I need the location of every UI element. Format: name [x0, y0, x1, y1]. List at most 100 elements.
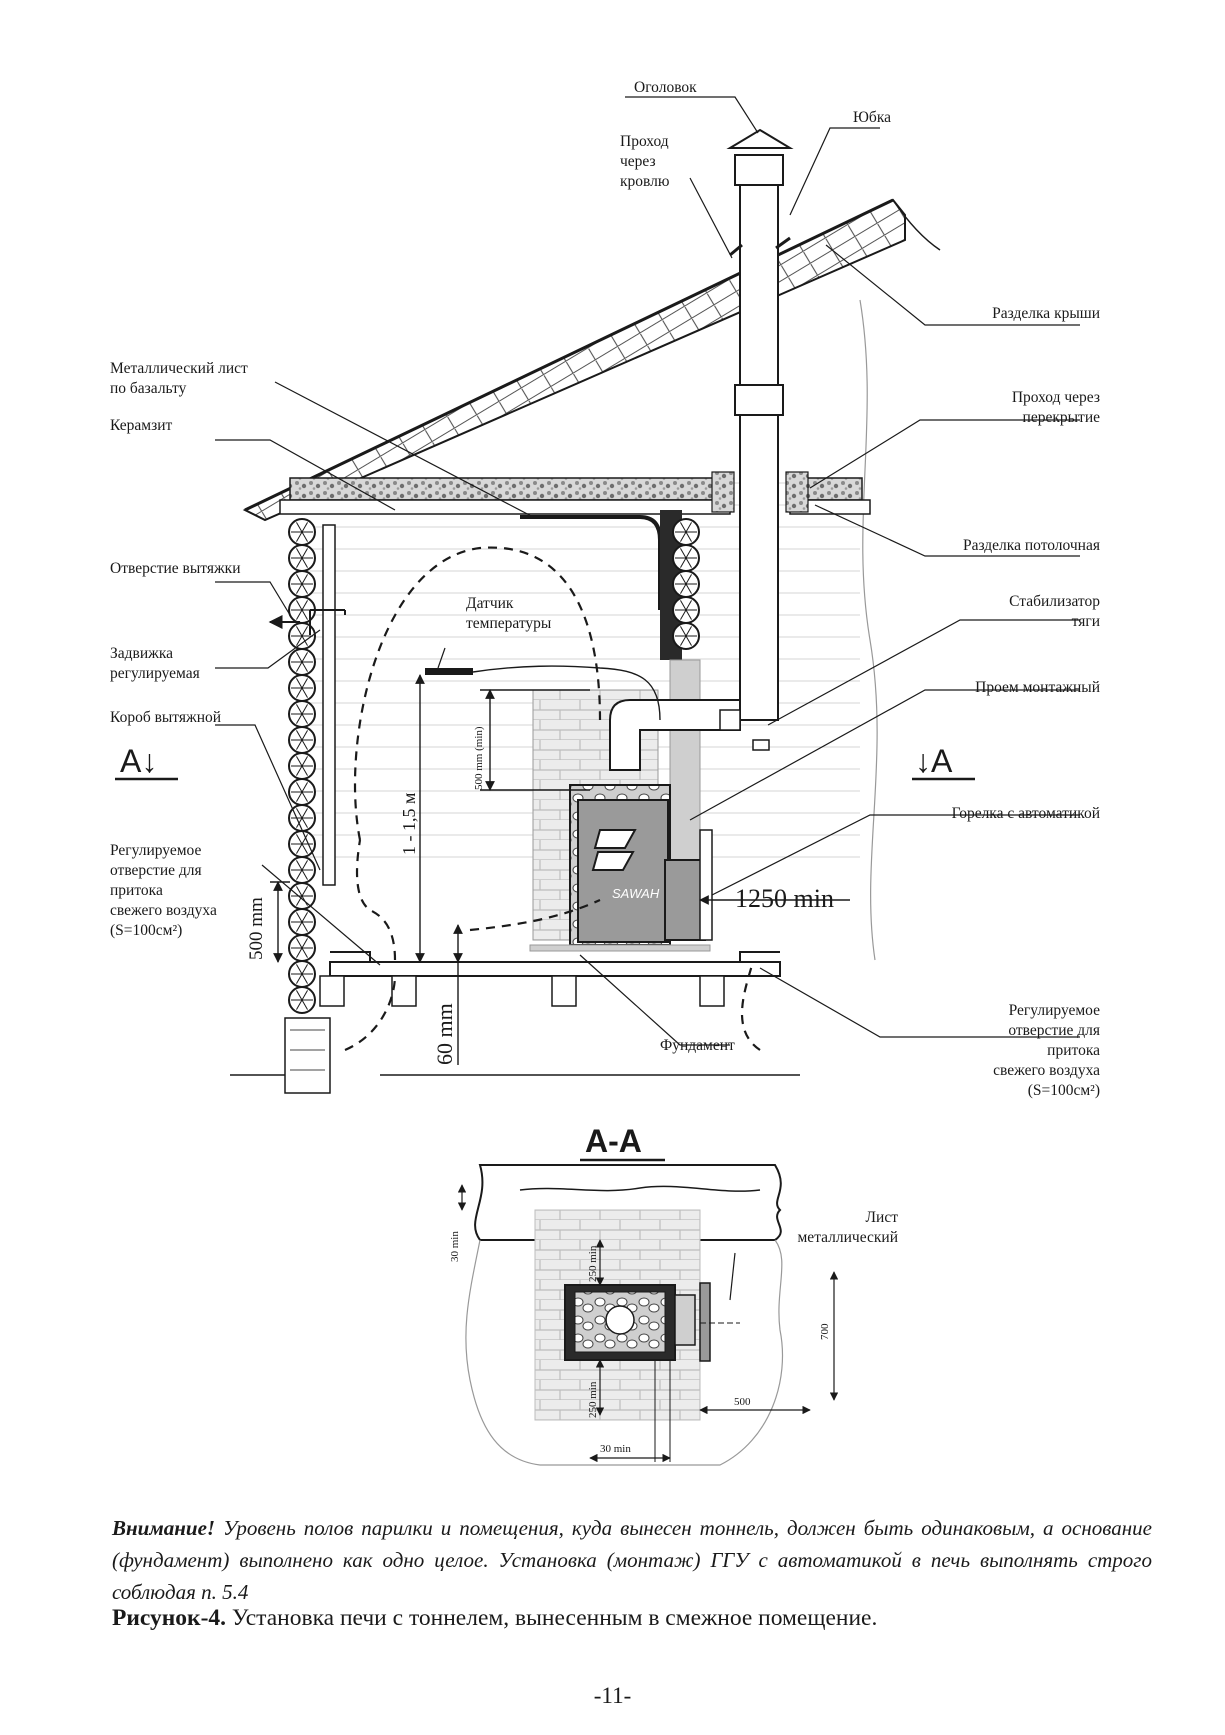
section-plan-texts: Лист металлический 30 min 250 min 250 mi…: [449, 1209, 898, 1455]
label-inlet-left-5: (S=100см²): [110, 922, 182, 939]
log-ring: [296, 583, 303, 594]
air-flow: [344, 546, 761, 1052]
log-ring: [301, 678, 308, 689]
log-ring: [301, 765, 308, 776]
section-plan: A-A: [457, 1123, 839, 1466]
log-ring: [301, 531, 308, 542]
log-wall-left: [288, 518, 316, 1014]
log-ring: [296, 947, 303, 958]
figure-title: Установка печи с тоннелем, вынесенным в …: [226, 1605, 878, 1631]
log-ring: [685, 531, 692, 542]
exhaust-box: [268, 524, 346, 886]
log-ring: [301, 730, 308, 741]
log-ring: [685, 574, 692, 585]
ceiling-insulation: [279, 471, 871, 515]
floor: [230, 951, 800, 1094]
label-inlet-left-4: свежего воздуха: [110, 902, 217, 919]
label-exhaust-hole: Отверстие вытяжки: [110, 560, 241, 577]
log-ring: [296, 921, 303, 932]
log-ring: [301, 687, 308, 698]
dim-250-bottom: 250 min: [587, 1381, 599, 1418]
label-foundation: Фундамент: [660, 1037, 735, 1054]
log-ring: [296, 808, 303, 819]
log-ring: [296, 661, 303, 672]
log-ring: [680, 583, 687, 594]
warning-text: Уровень полов парилки и помещения, куда …: [112, 1516, 1152, 1604]
label-skirt: Юбка: [853, 109, 891, 126]
label-inlet-right-5: (S=100см²): [1028, 1082, 1100, 1099]
log-ring: [685, 522, 692, 533]
label-temp-sensor-2: температуры: [466, 615, 552, 632]
log-ring: [301, 938, 308, 949]
log-ring: [301, 921, 308, 932]
figure-caption: Рисунок-4. Установка печи с тоннелем, вы…: [112, 1605, 1152, 1632]
dimension-lines: [270, 674, 850, 1065]
log-ring: [301, 557, 308, 568]
log-ring: [301, 522, 308, 533]
log-ring: [685, 609, 692, 620]
log-ring: [685, 557, 692, 568]
section-markers: A↓ ↓A: [115, 743, 975, 781]
label-roof-pass-1: Проход: [620, 133, 669, 150]
label-ceiling-sep: Разделка потолочная: [963, 537, 1100, 554]
log-ring: [296, 739, 303, 750]
label-inlet-right-3: притока: [1047, 1042, 1100, 1059]
page-number: -11-: [593, 1683, 632, 1708]
log-ring: [301, 964, 308, 975]
label-inlet-right-4: свежего воздуха: [993, 1062, 1100, 1079]
log-ring: [296, 973, 303, 984]
log-ring: [301, 990, 308, 1001]
log-ring: [685, 583, 692, 594]
label-inlet-right-1: Регулируемое: [1009, 1002, 1100, 1019]
log-ring: [680, 548, 687, 559]
log-ring: [296, 687, 303, 698]
log-ring: [680, 600, 687, 611]
log-ring: [296, 843, 303, 854]
log-ring: [296, 912, 303, 923]
dim-250-top: 250 min: [587, 1245, 599, 1282]
metal-sheet-basalt: [520, 510, 682, 660]
log-ring: [296, 791, 303, 802]
log-ring: [296, 869, 303, 880]
label-ceiling-pass-1: Проход через: [1012, 389, 1100, 406]
log-ring: [301, 652, 308, 663]
log-ring: [680, 531, 687, 542]
log-ring: [301, 600, 308, 611]
log-ring: [296, 964, 303, 975]
section-title: A-A: [585, 1123, 642, 1159]
leader-lines: [215, 96, 1080, 1046]
label-expanded-clay: Керамзит: [110, 417, 172, 434]
label-metal-sheet-plan-1: Лист: [866, 1209, 899, 1226]
label-damper-2: регулируемая: [110, 665, 200, 682]
log-ring: [296, 522, 303, 533]
section-marker-right: ↓A: [915, 743, 953, 779]
log-ring: [685, 626, 692, 637]
section-marker-left: A↓: [120, 743, 157, 779]
label-mount-opening: Проем монтажный: [975, 679, 1100, 696]
figure-number: Рисунок-4.: [112, 1605, 227, 1631]
log-ring: [296, 730, 303, 741]
log-ring: [296, 548, 303, 559]
log-ring: [680, 626, 687, 637]
log-ring: [296, 652, 303, 663]
log-ring: [296, 609, 303, 620]
log-ring: [301, 756, 308, 767]
label-metal-sheet-1: Металлический лист: [110, 360, 248, 377]
log-ring: [301, 886, 308, 897]
log-ring: [296, 635, 303, 646]
log-ring: [296, 713, 303, 724]
log-ring: [301, 834, 308, 845]
log-ring: [296, 531, 303, 542]
log-ring: [296, 860, 303, 871]
dim-30-top: 30 min: [449, 1231, 461, 1262]
temperature-sensor: [425, 665, 661, 721]
label-roof-sep: Разделка крыши: [992, 305, 1100, 322]
log-ring: [680, 574, 687, 585]
log-ring: [296, 626, 303, 637]
log-ring: [685, 548, 692, 559]
installation-diagram: SAWAH: [110, 79, 1100, 1466]
log-ring: [680, 609, 687, 620]
warning-note: Внимание! Уровень полов парилки и помеще…: [112, 1512, 1152, 1608]
label-inlet-left-1: Регулируемое: [110, 842, 201, 859]
log-ring: [301, 713, 308, 724]
